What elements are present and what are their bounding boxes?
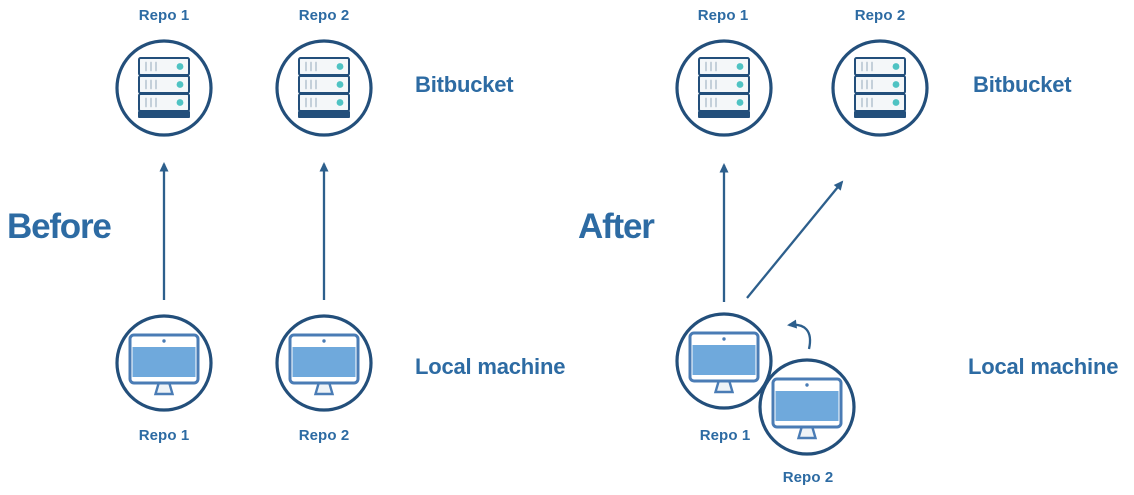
local-machine-label: Local machine [415, 354, 566, 379]
repo-label: Repo 2 [782, 469, 834, 486]
bitbucket-label: Bitbucket [973, 72, 1072, 97]
repo-label: Repo 2 [298, 427, 350, 444]
server-icon [830, 38, 930, 138]
repo-label: Repo 1 [138, 7, 190, 24]
server-icon [114, 38, 214, 138]
merge-repo2-into-repo1-arrow [787, 319, 812, 350]
local-machine-label: Local machine [968, 354, 1119, 379]
repo-label: Repo 1 [699, 427, 751, 444]
bitbucket-label: Bitbucket [415, 72, 514, 97]
repo-label: Repo 1 [138, 427, 190, 444]
desktop-monitor-icon [757, 357, 857, 457]
server-icon [674, 38, 774, 138]
repo-label: Repo 2 [298, 7, 350, 24]
repo-label: Repo 1 [697, 7, 749, 24]
desktop-monitor-icon [114, 313, 214, 413]
repo-label: Repo 2 [854, 7, 906, 24]
server-icon [274, 38, 374, 138]
before-title: Before [7, 207, 112, 246]
push-arrow-after-repo2 [746, 180, 844, 299]
after-title: After [578, 207, 655, 246]
desktop-monitor-icon [274, 313, 374, 413]
